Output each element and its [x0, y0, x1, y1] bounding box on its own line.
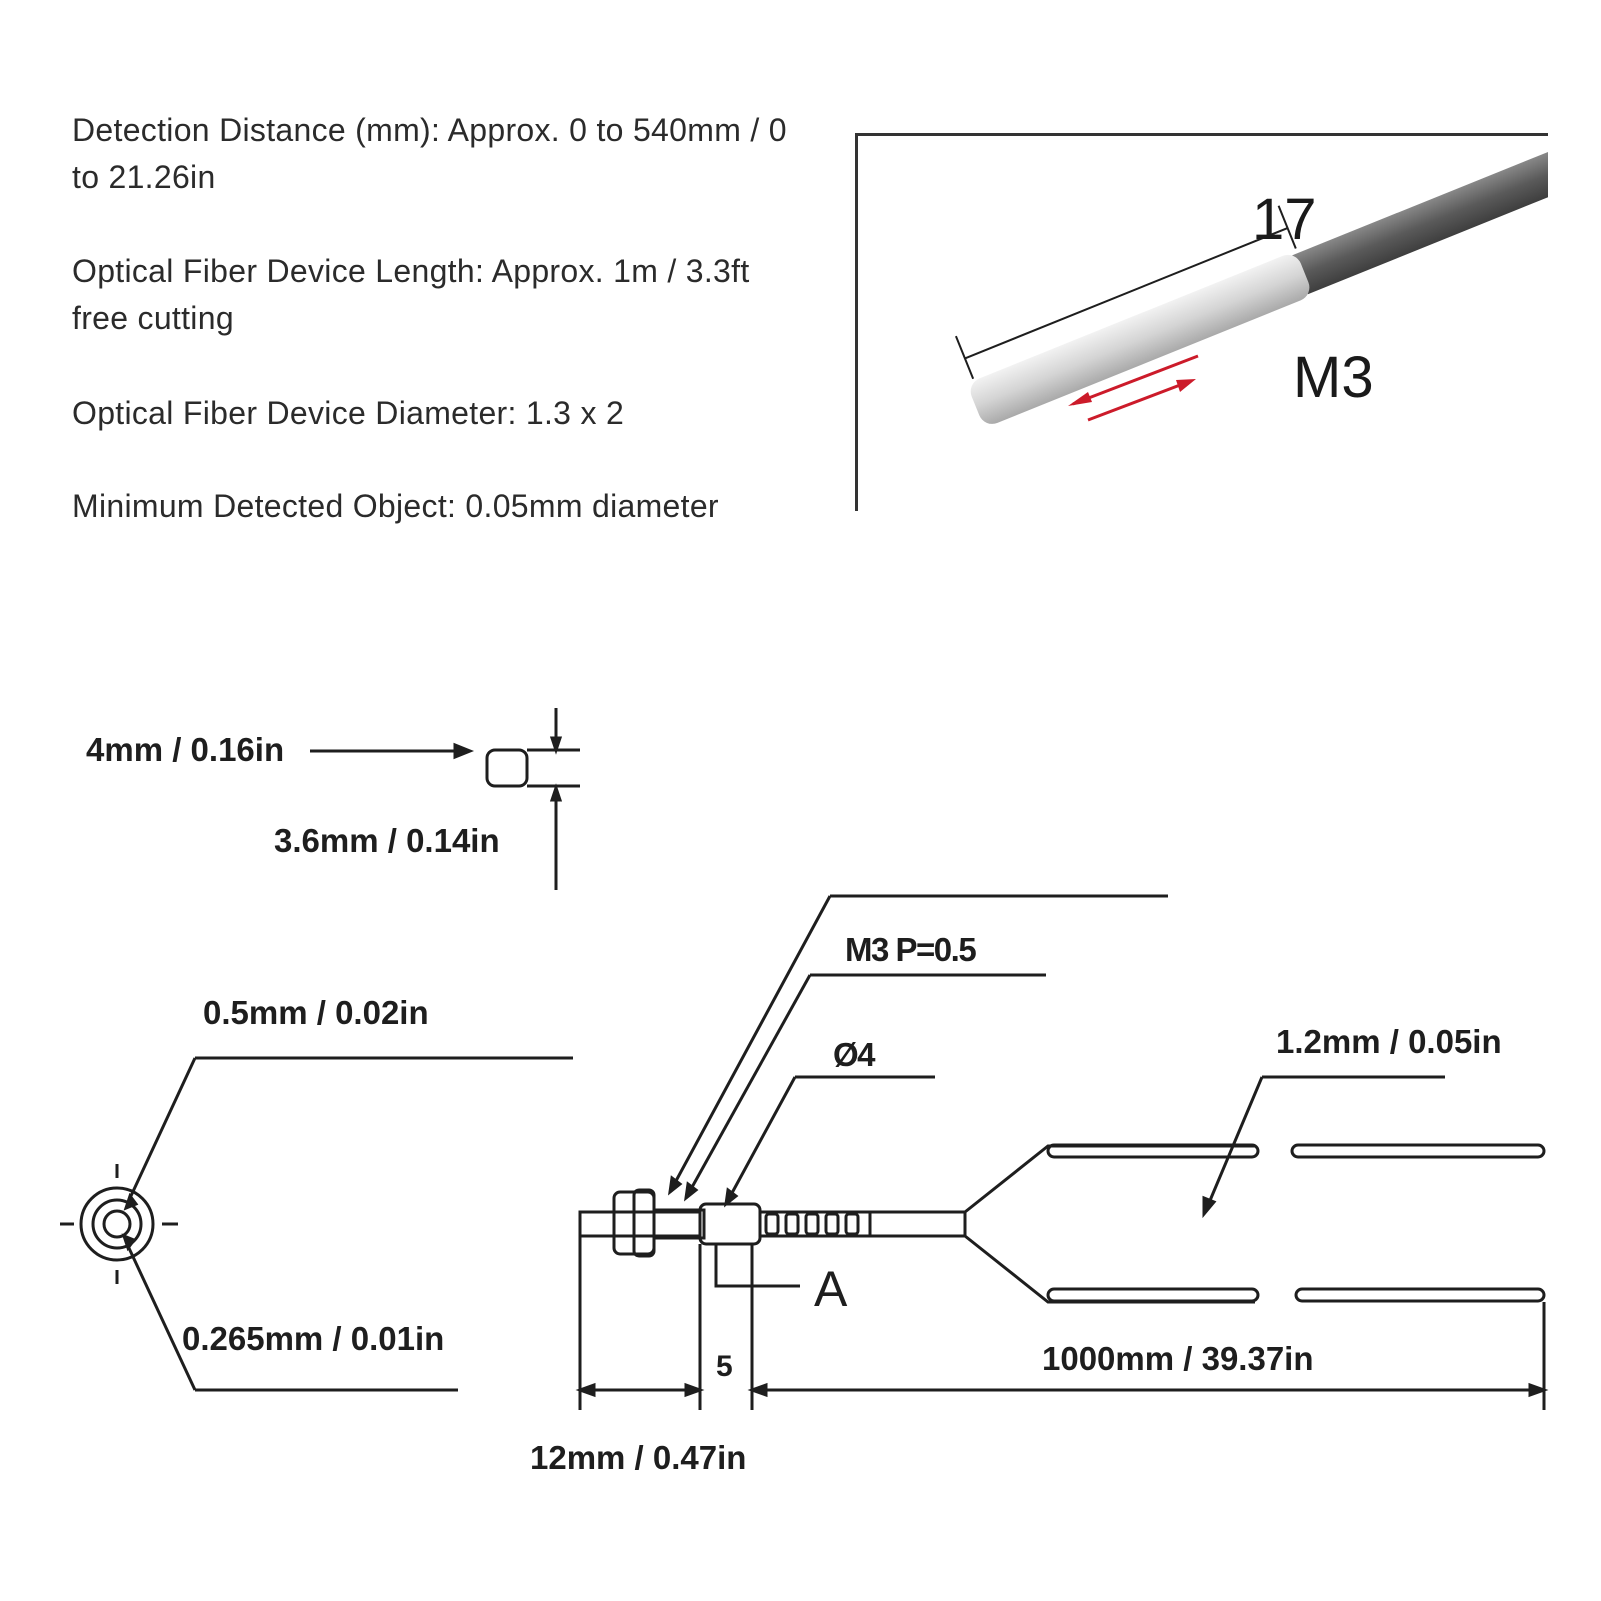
- head-length-label: 12mm / 0.47in: [530, 1439, 747, 1476]
- cable-diameter-label: 1.2mm / 0.05in: [1276, 1023, 1502, 1060]
- head-width-label: 4mm / 0.16in: [86, 731, 285, 768]
- fiber-cables: [964, 1143, 1546, 1304]
- light-direction-arrows: [1068, 354, 1199, 422]
- spec-detection-distance: Detection Distance (mm): Approx. 0 to 54…: [72, 112, 787, 195]
- photo-thread-label: M3: [1293, 345, 1374, 410]
- head-front-view: [310, 708, 580, 890]
- photo-length-label: 17: [1252, 187, 1317, 252]
- metal-sleeve: [970, 254, 1310, 424]
- spec-fiber-diameter: Optical Fiber Device Diameter: 1.3 x 2: [72, 395, 625, 431]
- sensor-head-photo: 17 M3: [855, 133, 1548, 511]
- spec-fiber-length: Optical Fiber Device Length: Approx. 1m …: [72, 253, 750, 336]
- section-a-label: A: [814, 1261, 848, 1317]
- head-height-label: 3.6mm / 0.14in: [274, 822, 500, 859]
- cross-section-view: [60, 1056, 573, 1392]
- cross-outer-label: 0.5mm / 0.02in: [203, 994, 429, 1031]
- fiber-cable: [1292, 136, 1548, 295]
- cable-length-label: 1000mm / 39.37in: [1042, 1340, 1314, 1377]
- cross-inner-label: 0.265mm / 0.01in: [182, 1320, 445, 1357]
- spec-min-object: Minimum Detected Object: 0.05mm diameter: [72, 488, 719, 524]
- offset-label: 5: [716, 1350, 733, 1383]
- collar-diameter-label: Ø4: [833, 1036, 876, 1073]
- thread-label: M3 P=0.5: [845, 931, 977, 968]
- side-view-head: [578, 1188, 967, 1258]
